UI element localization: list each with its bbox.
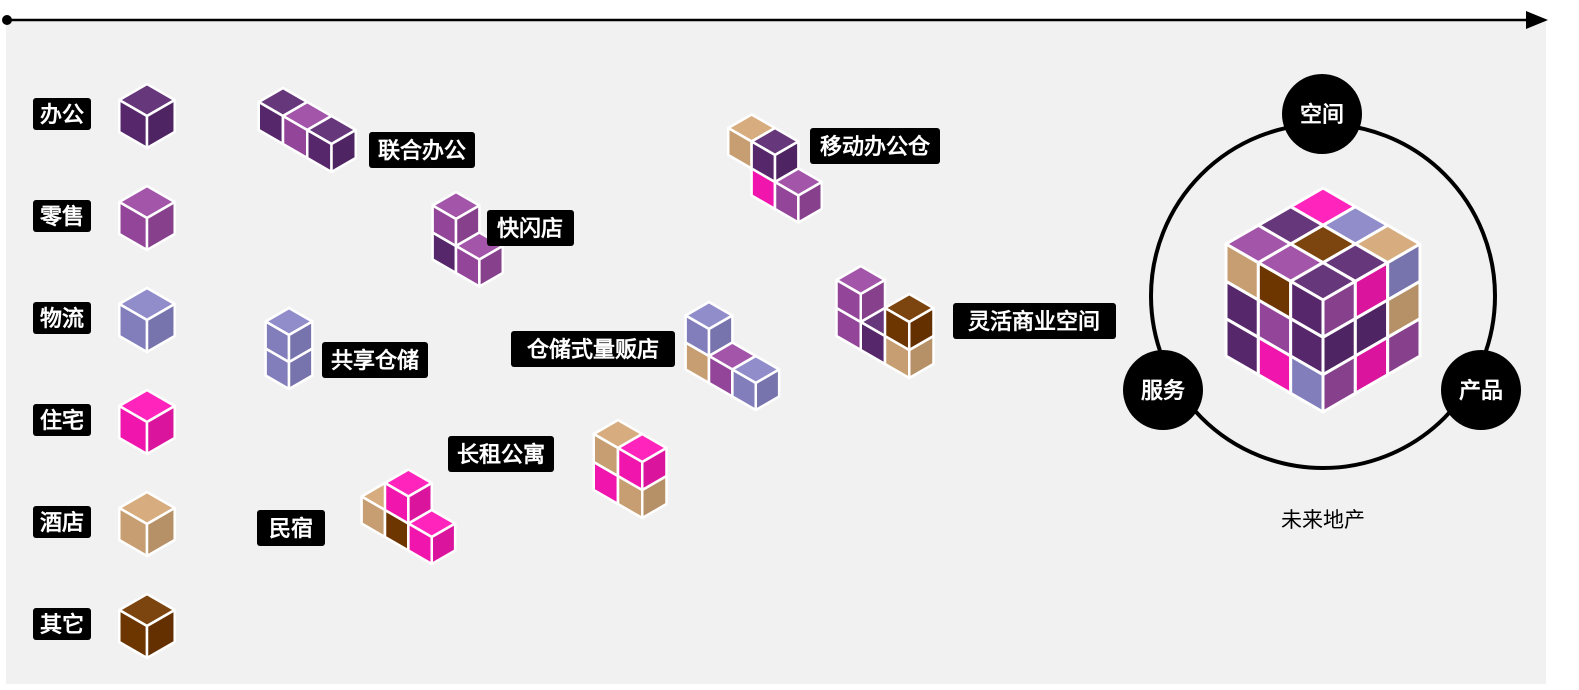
rubik-facelet	[1386, 317, 1422, 377]
legend-cube-residence	[118, 388, 176, 456]
legend-cube-hotel-icon	[118, 490, 176, 558]
svg-text:空间: 空间	[1300, 102, 1344, 128]
legend-label-office: 办公	[33, 98, 91, 130]
svg-text:物流: 物流	[40, 306, 84, 332]
node-service: 服务	[1123, 350, 1203, 430]
cubes-homestay-cube	[407, 508, 457, 566]
cubes-long-rent	[592, 418, 668, 520]
label-warehouse-store: 仓储式量贩店	[511, 331, 675, 367]
svg-text:产品: 产品	[1459, 379, 1503, 404]
label-shared-storage: 共享仓储	[322, 342, 428, 378]
cubes-homestay	[360, 468, 457, 566]
legend-cube-other-icon	[118, 592, 176, 660]
cubes-flex-commercial	[835, 264, 935, 380]
cubes-shared-storage	[264, 306, 314, 391]
svg-text:快闪店: 快闪店	[497, 217, 563, 242]
cubes-long-rent-cube	[616, 432, 668, 492]
svg-text:其它: 其它	[40, 612, 84, 638]
svg-text:灵活商业空间: 灵活商业空间	[968, 309, 1100, 335]
legend-cube-retail-icon	[118, 184, 176, 252]
legend-cube-hotel	[118, 490, 176, 558]
svg-text:联合办公: 联合办公	[378, 138, 466, 164]
legend-cube-other	[118, 592, 176, 660]
cubes-homestay-cube	[383, 468, 434, 525]
future-rubik-cube	[1224, 186, 1422, 414]
node-product: 产品	[1441, 350, 1521, 430]
label-popup-store: 快闪店	[487, 210, 574, 246]
cubes-warehouse-store-cube	[731, 354, 781, 412]
legend-cube-logistics	[118, 286, 176, 354]
svg-text:移动办公仓: 移动办公仓	[820, 134, 931, 160]
node-space: 空间	[1282, 74, 1362, 154]
legend-cube-office	[118, 82, 176, 150]
cubes-mobile-office-cube	[773, 167, 824, 224]
cubes-cowork	[257, 86, 357, 174]
cubes-cowork-cube	[305, 114, 357, 174]
legend-label-other: 其它	[33, 608, 91, 640]
cubes-shared-storage-cube	[264, 306, 314, 364]
timeline-start-dot	[2, 15, 12, 25]
timeline-arrowhead-icon	[1526, 11, 1548, 29]
legend-label-residence: 住宅	[33, 404, 91, 436]
svg-text:住宅: 住宅	[40, 408, 84, 434]
svg-text:民宿: 民宿	[269, 516, 313, 542]
future-caption: 未来地产	[1281, 508, 1365, 532]
svg-text:仓储式量贩店: 仓储式量贩店	[526, 337, 659, 363]
label-homestay: 民宿	[257, 510, 325, 546]
legend-cube-residence-icon	[118, 388, 176, 456]
legend-label-hotel: 酒店	[33, 506, 91, 538]
label-long-rent-apartment: 长租公寓	[448, 436, 554, 472]
label-flexible-commercial-space: 灵活商业空间	[953, 303, 1116, 339]
svg-text:长租公寓: 长租公寓	[457, 442, 545, 468]
legend-label-retail: 零售	[33, 200, 91, 232]
svg-text:服务: 服务	[1141, 379, 1186, 404]
svg-text:酒店: 酒店	[40, 511, 84, 536]
legend-cube-logistics-icon	[118, 286, 176, 354]
cubes-mobile-office	[726, 113, 824, 224]
cubes-popup-cube	[431, 190, 481, 248]
legend-cube-retail	[118, 184, 176, 252]
label-cowork: 联合办公	[369, 132, 475, 168]
label-mobile-office-pod: 移动办公仓	[810, 128, 940, 164]
cubes-layer	[118, 82, 1422, 660]
legend-cube-office-icon	[118, 82, 176, 150]
legend-label-logistics: 物流	[33, 302, 91, 334]
svg-text:共享仓储: 共享仓储	[331, 348, 419, 374]
cubes-flex-commercial-cube	[883, 292, 935, 352]
cubes-warehouse-store	[684, 300, 781, 412]
svg-text:办公: 办公	[40, 103, 84, 128]
svg-text:零售: 零售	[39, 204, 84, 230]
